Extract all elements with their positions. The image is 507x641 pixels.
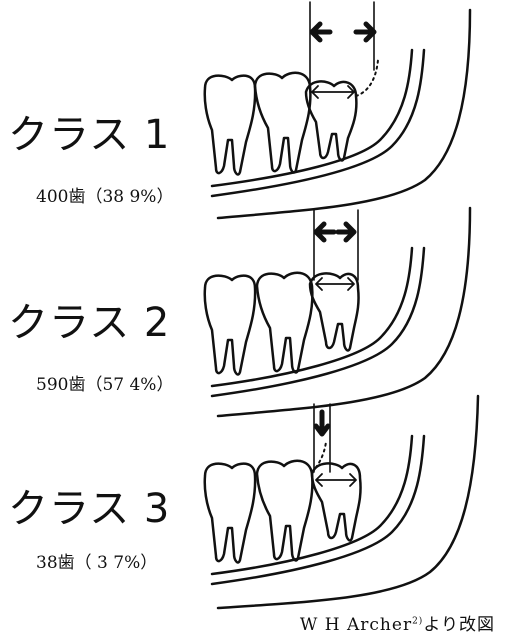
class-3-stat: 38歯（ 3 7%）: [36, 553, 158, 573]
class-1-stat: 400歯（38 9%）: [36, 187, 174, 207]
jaw-outline: [216, 8, 472, 220]
jaw-line: [210, 246, 426, 398]
class-3-label: クラス 3: [8, 486, 171, 532]
jaw-outline: [216, 206, 472, 418]
jaw-line: [210, 246, 414, 388]
jaw-outline: [216, 394, 480, 610]
arrow-right-icon: [353, 21, 377, 43]
width-arrow-icon: [315, 473, 357, 487]
width-arrow-icon: [315, 277, 355, 291]
class-2-stat: 590歯（57 4%）: [36, 375, 174, 395]
class-2-label: クラス 2: [8, 300, 171, 346]
arrow-down-icon: [313, 409, 331, 437]
panel-class-3: [203, 394, 480, 610]
credit-author: W H Archer: [299, 615, 413, 635]
credit-ref: 2): [412, 616, 424, 627]
wisdom-tooth: [304, 80, 358, 162]
molar-tooth: [253, 71, 312, 174]
molar-tooth: [203, 462, 257, 564]
panel-class-1: [203, 1, 472, 220]
ramus-dotted-line: [311, 441, 327, 473]
jaw-line: [210, 48, 426, 198]
molar-tooth: [255, 459, 314, 562]
molar-tooth: [203, 74, 257, 176]
molar-tooth: [203, 274, 257, 376]
credit-suffix: より改図: [423, 615, 495, 635]
panel-class-2: [203, 206, 472, 418]
arrow-left-icon: [313, 221, 337, 243]
arrow-left-icon: [309, 21, 333, 43]
class-1-label: クラス 1: [8, 112, 171, 158]
wisdom-tooth: [308, 272, 360, 352]
width-arrow-icon: [311, 85, 355, 99]
jaw-line: [210, 48, 414, 188]
jaw-line: [210, 434, 426, 586]
source-credit: W H Archer2)より改図: [300, 610, 495, 635]
jaw-line: [210, 434, 414, 576]
ramus-dotted-line: [355, 59, 379, 97]
arrow-right-icon: [335, 221, 357, 243]
wisdom-tooth: [310, 462, 362, 542]
molar-tooth: [255, 271, 314, 374]
